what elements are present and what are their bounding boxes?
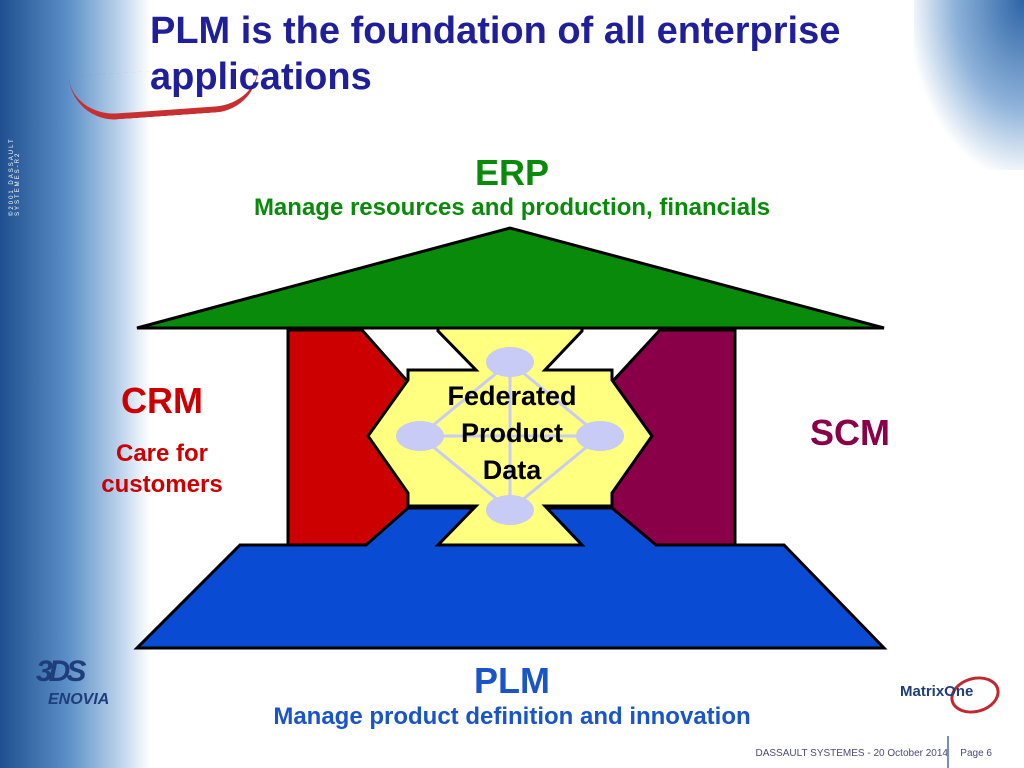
title-line-2: applications [150,56,372,98]
network-node-top [486,347,534,377]
erp-roof [136,226,885,330]
erp-title: ERP [474,152,550,193]
crm-title: CRM [121,380,203,421]
scm-title: SCM [810,412,890,453]
center-label-line-1: Federated [447,381,577,411]
slide-title: PLM is the foundation of all enterprise … [150,8,970,100]
center-label-line-2: Product [460,418,563,448]
erp-subtitle: Manage resources and production, financi… [253,194,771,221]
plm-base [133,506,888,650]
network-node-left [396,421,444,451]
matrixone-logo-text: MatrixOne [900,683,974,700]
center-label-line-3: Data [482,455,542,485]
footer-text: DASSAULT SYSTEMES - 20 October 2014 [755,748,949,759]
footer-divider [947,736,949,768]
background-right-gradient [914,0,1024,170]
plm-subtitle: Manage product definition and innovation [273,703,751,730]
matrixone-logo: MatrixOne [890,671,1004,719]
crm-subtitle-line-1: Care for [115,440,209,467]
page-number: Page 6 [960,748,992,759]
network-node-right [576,421,624,451]
3ds-logo-mark: 3DS [36,655,86,688]
crm-subtitle-line-2: customers [101,471,223,498]
enovia-logo: 3DS ENOVIA [30,655,130,715]
network-edges [419,360,601,512]
plm-title: PLM [474,660,550,701]
title-line-1: PLM is the foundation of all enterprise [150,10,841,52]
background-left-gradient [0,0,150,768]
enovia-logo-text: ENOVIA [48,691,110,708]
network-node-bottom [486,495,534,525]
